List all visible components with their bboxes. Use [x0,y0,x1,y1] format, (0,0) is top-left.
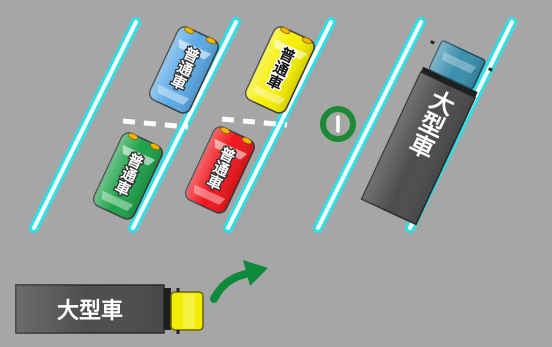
row-divider [122,116,288,130]
headlight-icon [205,37,216,45]
truck-cab [170,291,204,331]
truck-label: 大型車 [57,299,123,324]
parked-truck: 大型車 [360,40,493,226]
car-red: 普通車 [185,126,255,214]
no-parking-sign-icon [320,106,356,142]
parking-line-core-3 [226,20,333,230]
turn-arrow-icon [210,260,268,303]
parking-line-core-4 [316,20,423,230]
moving-truck: 大型車 [15,284,204,334]
parking-line-core-2 [131,20,238,230]
headlight-icon [241,137,252,145]
car-green: 普通車 [93,132,163,220]
parking-line-core-1 [32,20,138,230]
headlight-icon [128,132,139,140]
headlight-icon [280,26,291,34]
headlight-icon [220,126,231,134]
headlight-icon [149,143,160,151]
headlight-icon [184,26,195,34]
car-blue: 普通車 [149,26,219,114]
car-yellow: 普通車 [245,26,315,114]
headlight-icon [301,37,312,45]
